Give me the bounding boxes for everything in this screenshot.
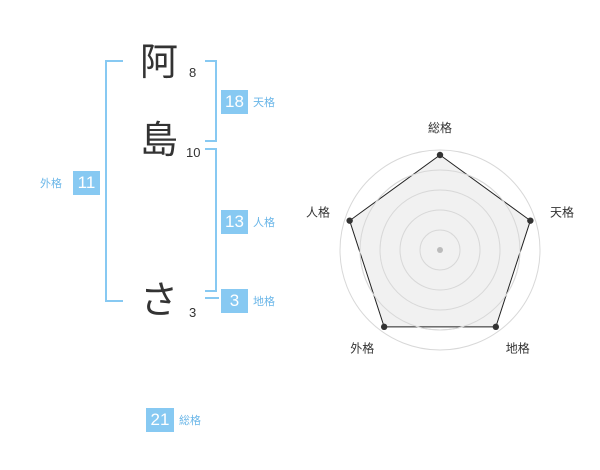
radar-axis-label-4: 外格 — [350, 341, 374, 356]
tenkaku-label: 天格 — [253, 96, 275, 109]
radar-point-1 — [436, 151, 444, 159]
radar-axis-label-5: 人格 — [306, 204, 330, 219]
soukaku-label: 総格 — [179, 414, 201, 427]
char-1: 阿 — [140, 40, 179, 84]
gaikaku-label: 外格 — [40, 177, 62, 190]
radar-point-4 — [380, 323, 388, 331]
tenkaku-value: 18 — [221, 90, 248, 114]
chikaku-connector — [205, 297, 219, 299]
gaikaku-value: 11 — [73, 171, 100, 195]
radar-axis-label-1: 総格 — [428, 120, 452, 135]
radar-data-area — [349, 154, 531, 328]
radar-point-3 — [492, 323, 500, 331]
char-1-strokes: 8 — [189, 65, 197, 80]
radar-center-dot — [437, 247, 443, 253]
tenkaku-bracket — [205, 60, 217, 142]
radar-point-2 — [527, 217, 534, 224]
jinkaku-label: 人格 — [253, 216, 275, 229]
radar-inner-ring — [379, 189, 501, 311]
gaikaku-bracket — [105, 60, 123, 302]
radar-inner-ring — [399, 209, 481, 291]
jinkaku-bracket — [205, 148, 217, 292]
soukaku-value: 21 — [146, 408, 174, 432]
jinkaku-value: 13 — [221, 210, 248, 234]
char-3-strokes: 3 — [189, 305, 197, 320]
char-3: さ — [140, 278, 179, 322]
chikaku-value: 3 — [221, 289, 248, 313]
chikaku-label: 地格 — [253, 295, 275, 308]
radar-inner-ring — [359, 169, 521, 331]
char-2-strokes: 10 — [186, 145, 201, 160]
radar-axis-label-2: 天格 — [550, 204, 574, 219]
radar-inner-ring — [419, 229, 461, 271]
radar-point-5 — [346, 217, 353, 224]
char-2: 島 — [140, 118, 179, 162]
radar-axis-label-3: 地格 — [506, 341, 530, 356]
